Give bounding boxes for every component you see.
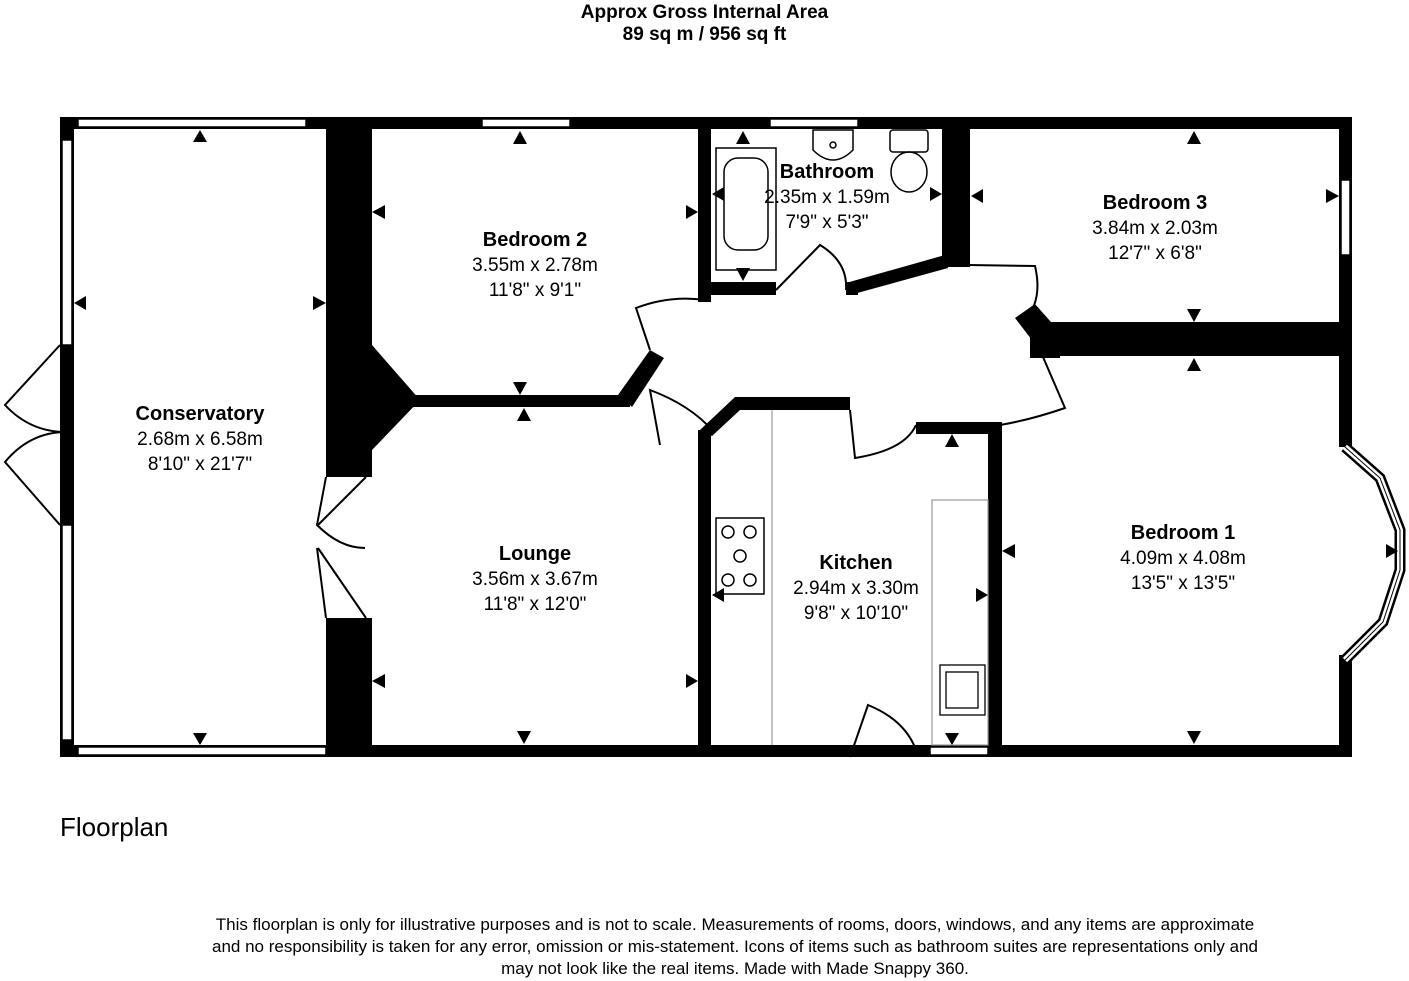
lounge-metric: 3.56m x 3.67m: [472, 569, 598, 590]
room-labels: Conservatory 2.68m x 6.58m 8'10" x 21'7"…: [136, 161, 1246, 624]
bedroom3-imperial: 12'7" x 6'8": [1108, 243, 1202, 264]
area-title: Approx Gross Internal Area: [580, 2, 829, 23]
bathroom-imperial: 7'9" x 5'3": [785, 212, 868, 233]
windows: [61, 118, 1351, 756]
disclaimer-line-3: may not look like the real items. Made w…: [501, 959, 969, 978]
kitchen-name: Kitchen: [819, 552, 892, 574]
bay-window: [1341, 442, 1406, 664]
bedroom1-name: Bedroom 1: [1131, 522, 1235, 544]
sink-icon: [939, 664, 986, 716]
area-value: 89 sq m / 956 sq ft: [622, 24, 787, 45]
kitchen-imperial: 9'8" x 10'10": [804, 603, 908, 624]
bedroom2-name: Bedroom 2: [483, 229, 587, 251]
bedroom1-imperial: 13'5" x 13'5": [1131, 573, 1235, 594]
dimension-arrows: [74, 130, 1398, 745]
bathroom-metric: 2.35m x 1.59m: [764, 187, 890, 208]
disclaimer-line-2: and no responsibility is taken for any e…: [212, 937, 1258, 956]
disclaimer-line-1: This floorplan is only for illustrative …: [215, 915, 1255, 934]
hob-icon: [715, 517, 765, 595]
bedroom3-metric: 3.84m x 2.03m: [1092, 218, 1218, 239]
conservatory-name: Conservatory: [136, 403, 266, 425]
bedroom1-metric: 4.09m x 4.08m: [1120, 548, 1246, 569]
lounge-name: Lounge: [499, 543, 571, 565]
disclaimer: This floorplan is only for illustrative …: [140, 914, 1330, 980]
bedroom2-metric: 3.55m x 2.78m: [472, 255, 598, 276]
walls: [60, 117, 1352, 757]
worktops: [771, 410, 989, 746]
lounge-imperial: 11'8" x 12'0": [484, 594, 587, 615]
conservatory-imperial: 8'10" x 21'7": [148, 454, 252, 475]
floor-title: Floorplan: [60, 812, 169, 842]
bath-icon: [715, 147, 777, 271]
conservatory-metric: 2.68m x 6.58m: [137, 429, 263, 450]
bedroom3-name: Bedroom 3: [1103, 192, 1207, 214]
doors: [3, 243, 1067, 758]
basin-icon: [812, 129, 854, 161]
toilet-icon: [889, 129, 929, 193]
bedroom2-imperial: 11'8" x 9'1": [489, 280, 581, 301]
kitchen-metric: 2.94m x 3.30m: [793, 578, 919, 599]
bathroom-name: Bathroom: [780, 161, 874, 183]
